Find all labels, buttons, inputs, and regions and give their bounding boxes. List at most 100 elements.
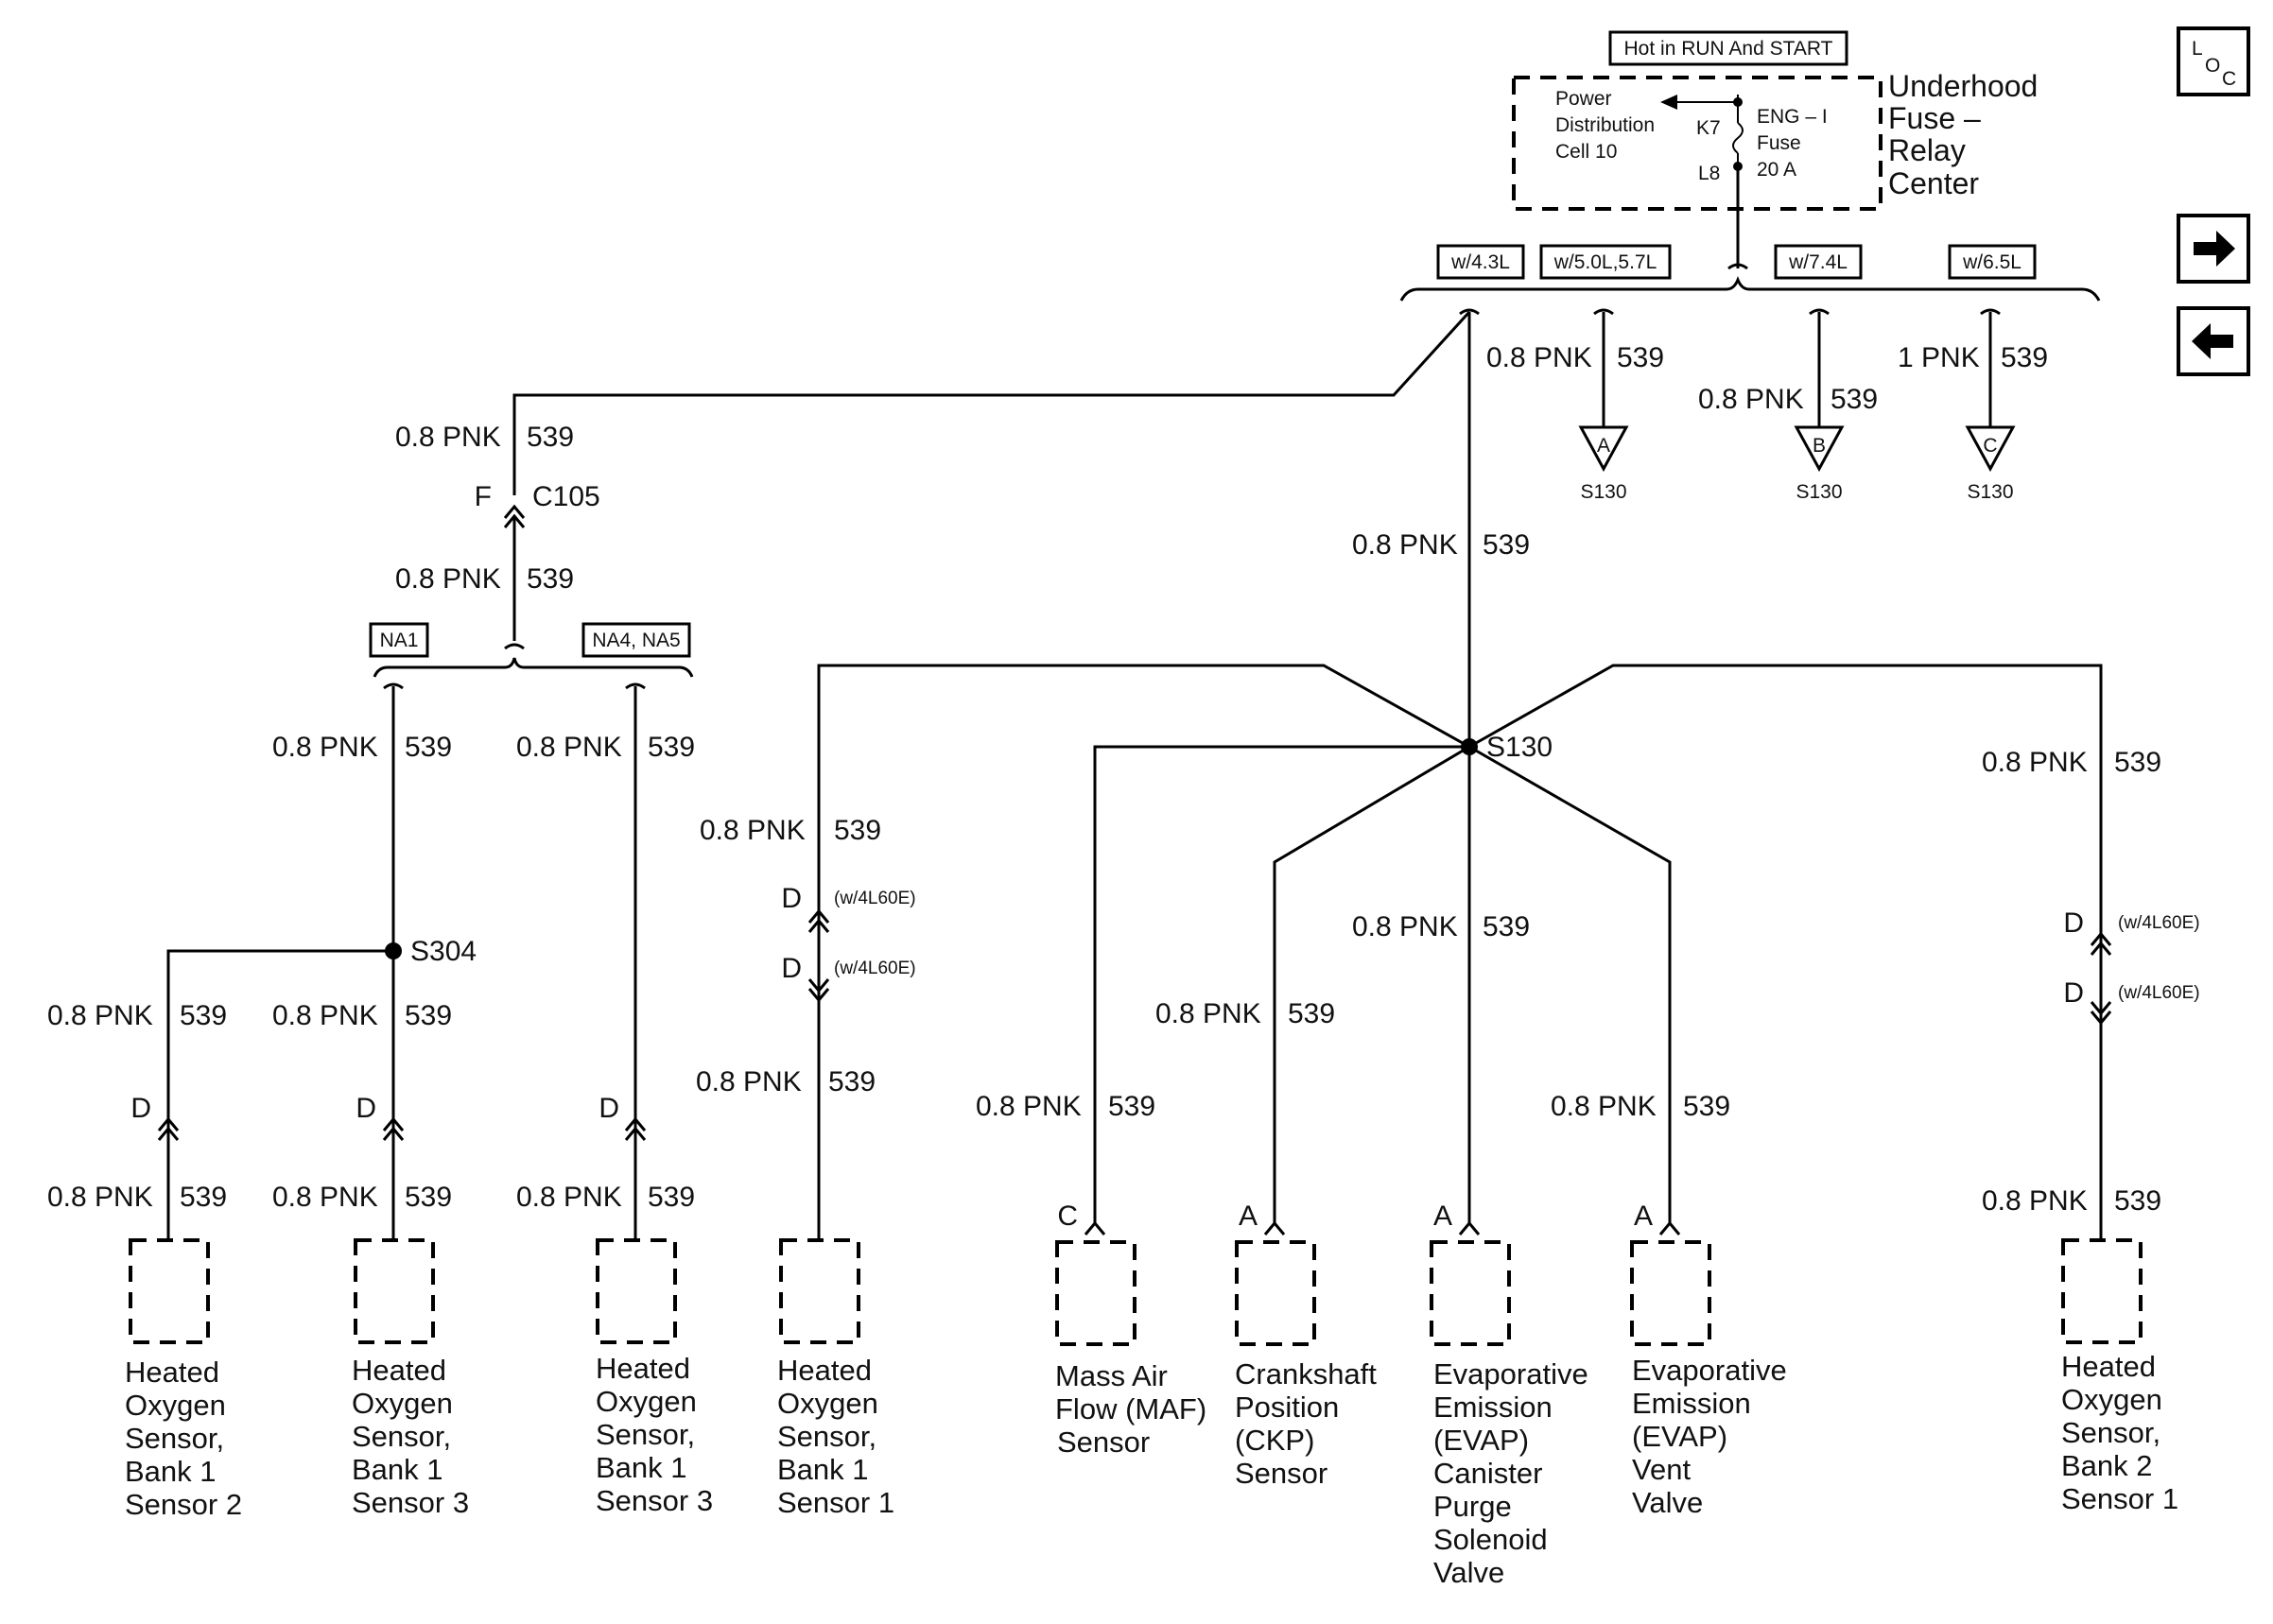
pin-k7-dot [1733, 97, 1743, 107]
b1s1-connector-top-pin: D [781, 883, 802, 914]
maf-connector-icon [1084, 1220, 1106, 1235]
next-page-button[interactable] [2177, 214, 2250, 284]
splice-ref-b-name: S130 [1796, 481, 1842, 503]
underhood-fuse-relay-center: Hot in RUN And START Underhood Fuse – Re… [1512, 30, 2038, 211]
svg-text:Vent: Vent [1632, 1453, 1691, 1486]
w5057-tag [1539, 244, 1672, 280]
s304-left-wire [166, 949, 393, 1238]
ho2s-b1s1-name: Heated Oxygen Sensor, Bank 1 Sensor 1 [777, 1354, 894, 1519]
wire-size-evap-vent: 0.8 PNK [1551, 1091, 1657, 1122]
evap-purge-name: Evaporative Emission (EVAP) Canister Pur… [1433, 1357, 1588, 1589]
wire-circuit-c105-down: 539 [527, 563, 574, 595]
wire-size-branch-a: 0.8 PNK [1486, 342, 1592, 373]
svg-text:Solenoid: Solenoid [1433, 1523, 1548, 1556]
svg-text:Heated: Heated [352, 1354, 446, 1387]
svg-text:Bank 2: Bank 2 [2061, 1449, 2153, 1482]
evap-purge-box [1430, 1240, 1511, 1346]
svg-text:Bank 1: Bank 1 [596, 1451, 687, 1484]
svg-text:Heated: Heated [777, 1354, 872, 1387]
svg-text:Sensor 3: Sensor 3 [352, 1486, 469, 1519]
svg-text:Sensor,: Sensor, [352, 1420, 451, 1453]
fuse-symbol-icon [1732, 122, 1744, 154]
wire-circuit-evap-vent: 539 [1683, 1091, 1730, 1122]
splice-ref-c-name: S130 [1967, 481, 2013, 503]
na45-branch-break-icon [625, 682, 646, 690]
fuse-block-title-3: Relay [1888, 133, 1966, 167]
svg-text:Emission: Emission [1433, 1391, 1553, 1424]
fuse-block-title-2: Fuse – [1888, 101, 1981, 135]
wire-size-evap-purge: 0.8 PNK [1352, 911, 1458, 942]
splice-ref-b-pin: B [1813, 435, 1826, 457]
s304-label: S304 [410, 936, 477, 967]
wire-size-maf: 0.8 PNK [976, 1091, 1082, 1122]
ho2s-b2s1-box [2061, 1238, 2143, 1344]
svg-text:(EVAP): (EVAP) [1632, 1420, 1727, 1453]
splice-ref-c-icon [1965, 425, 2016, 473]
ho2s-b1s2-name: Heated Oxygen Sensor, Bank 1 Sensor 2 [125, 1356, 242, 1521]
fuse-block-title-1: Underhood [1888, 69, 2038, 103]
wire-circuit-ckp: 539 [1288, 998, 1335, 1029]
engine-option-bracket: w/4.3L w/5.0L,5.7L w/7.4L w/6.5L [1399, 244, 2101, 302]
wire-size-c105-down: 0.8 PNK [395, 563, 501, 595]
wire-circuit-b1s3b-lower: 539 [648, 1182, 695, 1213]
splice-ref-b-icon [1794, 425, 1845, 473]
na1-tag [369, 622, 429, 658]
s130-label: S130 [1486, 732, 1553, 763]
loc-button[interactable]: L O C [2177, 26, 2250, 96]
wire-circuit-maf: 539 [1108, 1091, 1155, 1122]
wire-size-b2s1-lower: 0.8 PNK [1982, 1185, 2088, 1217]
pdc-label-3: Cell 10 [1555, 141, 1617, 163]
svg-text:Oxygen: Oxygen [2061, 1383, 2162, 1416]
w43-tag [1436, 244, 1525, 280]
svg-text:(EVAP): (EVAP) [1433, 1424, 1529, 1457]
branch-c-break-icon [1980, 308, 2001, 316]
pdc-arrow-head-icon [1660, 95, 1677, 110]
svg-text:Mass Air: Mass Air [1055, 1359, 1168, 1392]
ho2s-b2s1-name: Heated Oxygen Sensor, Bank 2 Sensor 1 [2061, 1350, 2178, 1515]
evap-vent-box [1630, 1240, 1711, 1346]
svg-text:Evaporative: Evaporative [1433, 1357, 1588, 1391]
svg-text:Crankshaft: Crankshaft [1235, 1357, 1377, 1391]
wire-size-b1s1-lower: 0.8 PNK [696, 1066, 802, 1097]
s130-to-maf-wire [1093, 745, 1469, 1223]
na1-label: NA1 [380, 630, 419, 651]
c105-pin-label: F [475, 481, 492, 512]
splice-ref-c-pin: C [1983, 435, 1997, 457]
svg-text:Heated: Heated [125, 1356, 219, 1389]
pdc-label-1: Power [1555, 88, 1612, 110]
svg-text:Oxygen: Oxygen [777, 1387, 878, 1420]
wire-size-b1s2-upper: 0.8 PNK [47, 1000, 153, 1031]
ckp-connector-pin: A [1239, 1201, 1258, 1232]
wire-size-trunk: 0.8 PNK [1352, 529, 1458, 561]
wire-size-b2s1-upper: 0.8 PNK [1982, 747, 2088, 778]
svg-text:Oxygen: Oxygen [125, 1389, 226, 1422]
pdc-label-2: Distribution [1555, 114, 1655, 136]
wire-size-na1-branch: 0.8 PNK [272, 732, 378, 763]
splice-ref-a-icon [1578, 425, 1629, 473]
wire-size-ckp: 0.8 PNK [1155, 998, 1261, 1029]
wire-size-b1s1-upper: 0.8 PNK [700, 815, 806, 846]
wire-circuit-b1s1-upper: 539 [834, 815, 881, 846]
b1s2-connector-icon [157, 1116, 180, 1141]
w65-tag [1948, 244, 2037, 280]
b2s1-connector-top-pin: D [2063, 907, 2084, 939]
b1s1-connector-bottom-opt: (w/4L60E) [834, 959, 916, 978]
prev-page-button[interactable] [2177, 306, 2250, 376]
ho2s-b1s1-box [779, 1238, 860, 1344]
b2s1-connector-top-opt: (w/4L60E) [2118, 913, 2200, 933]
splice-ref-a-pin: A [1597, 435, 1610, 457]
pin-l8-label: L8 [1698, 163, 1720, 184]
wire-size-b1s2-lower: 0.8 PNK [47, 1182, 153, 1213]
svg-text:Bank 1: Bank 1 [352, 1453, 443, 1486]
fuse-label-2: Fuse [1757, 132, 1801, 154]
wire-circuit-evap-purge: 539 [1483, 911, 1530, 942]
svg-text:Purge: Purge [1433, 1490, 1512, 1523]
ho2s-b1s3b-name: Heated Oxygen Sensor, Bank 1 Sensor 3 [596, 1352, 713, 1517]
arrow-left-icon [2192, 323, 2233, 359]
wire-circuit-b1s2-lower: 539 [180, 1182, 227, 1213]
svg-text:Bank 1: Bank 1 [125, 1455, 217, 1488]
wire-size-b1s3a-upper: 0.8 PNK [272, 1000, 378, 1031]
w74-label: w/7.4L [1788, 251, 1848, 273]
svg-text:Position: Position [1235, 1391, 1339, 1424]
